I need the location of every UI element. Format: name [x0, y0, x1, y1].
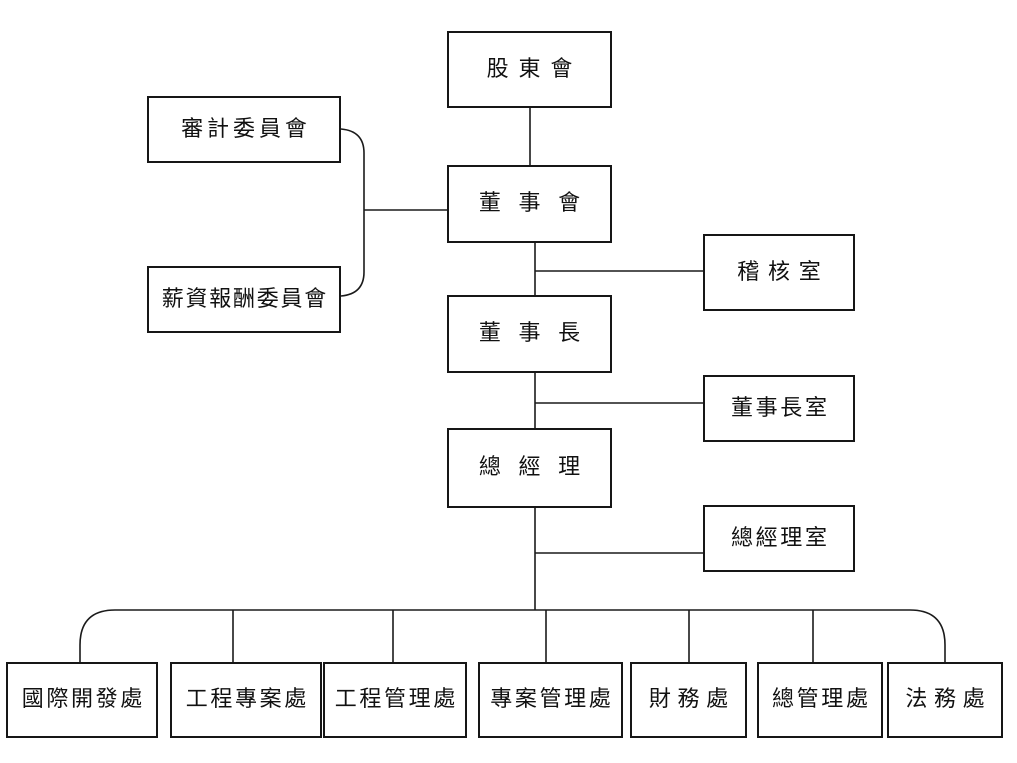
org-node-division-project-management: 專案管理處: [478, 662, 623, 738]
org-node-shareholders-label: 股東會: [486, 56, 583, 82]
org-node-president-office: 總經理室: [703, 505, 855, 572]
org-node-president-label: 總經理: [478, 455, 598, 480]
division-label: 工程專案處: [185, 687, 309, 712]
org-node-remuneration-committee: 薪資報酬委員會: [147, 266, 341, 333]
org-node-division-engineering-project: 工程專案處: [170, 662, 322, 738]
org-node-division-engineering-management: 工程管理處: [323, 662, 467, 738]
org-node-shareholders: 股東會: [447, 31, 612, 108]
org-node-remuneration-label: 薪資報酬委員會: [161, 286, 329, 312]
org-node-division-finance: 財務處: [630, 662, 747, 738]
division-label: 法務處: [905, 687, 992, 712]
org-node-audit-committee: 審計委員會: [147, 96, 341, 163]
division-label: 財務處: [648, 687, 735, 712]
org-node-chairman-office-label: 董事長室: [731, 395, 830, 421]
division-label: 國際開發處: [21, 687, 145, 712]
org-node-audit-office-label: 稽核室: [737, 259, 830, 285]
org-node-president-office-label: 總經理室: [731, 525, 830, 551]
org-node-president: 總經理: [447, 428, 612, 508]
org-node-division-legal-affairs: 法務處: [887, 662, 1003, 738]
org-node-board-label: 董事會: [478, 191, 598, 216]
org-node-board-of-directors: 董事會: [447, 165, 612, 243]
org-node-audit-committee-label: 審計委員會: [181, 116, 311, 142]
org-node-audit-office: 稽核室: [703, 234, 855, 311]
edge-committee-bracket: [340, 128, 365, 297]
edge-division-rail: [79, 609, 946, 663]
org-node-division-intl-development: 國際開發處: [6, 662, 158, 738]
org-node-chairman-office: 董事長室: [703, 375, 855, 442]
division-label: 工程管理處: [334, 687, 458, 712]
division-label: 專案管理處: [490, 687, 614, 712]
division-label: 總管理處: [772, 687, 871, 712]
org-node-chairman-label: 董事長: [478, 321, 598, 346]
org-node-chairman: 董事長: [447, 295, 612, 373]
org-node-division-general-management: 總管理處: [757, 662, 883, 738]
